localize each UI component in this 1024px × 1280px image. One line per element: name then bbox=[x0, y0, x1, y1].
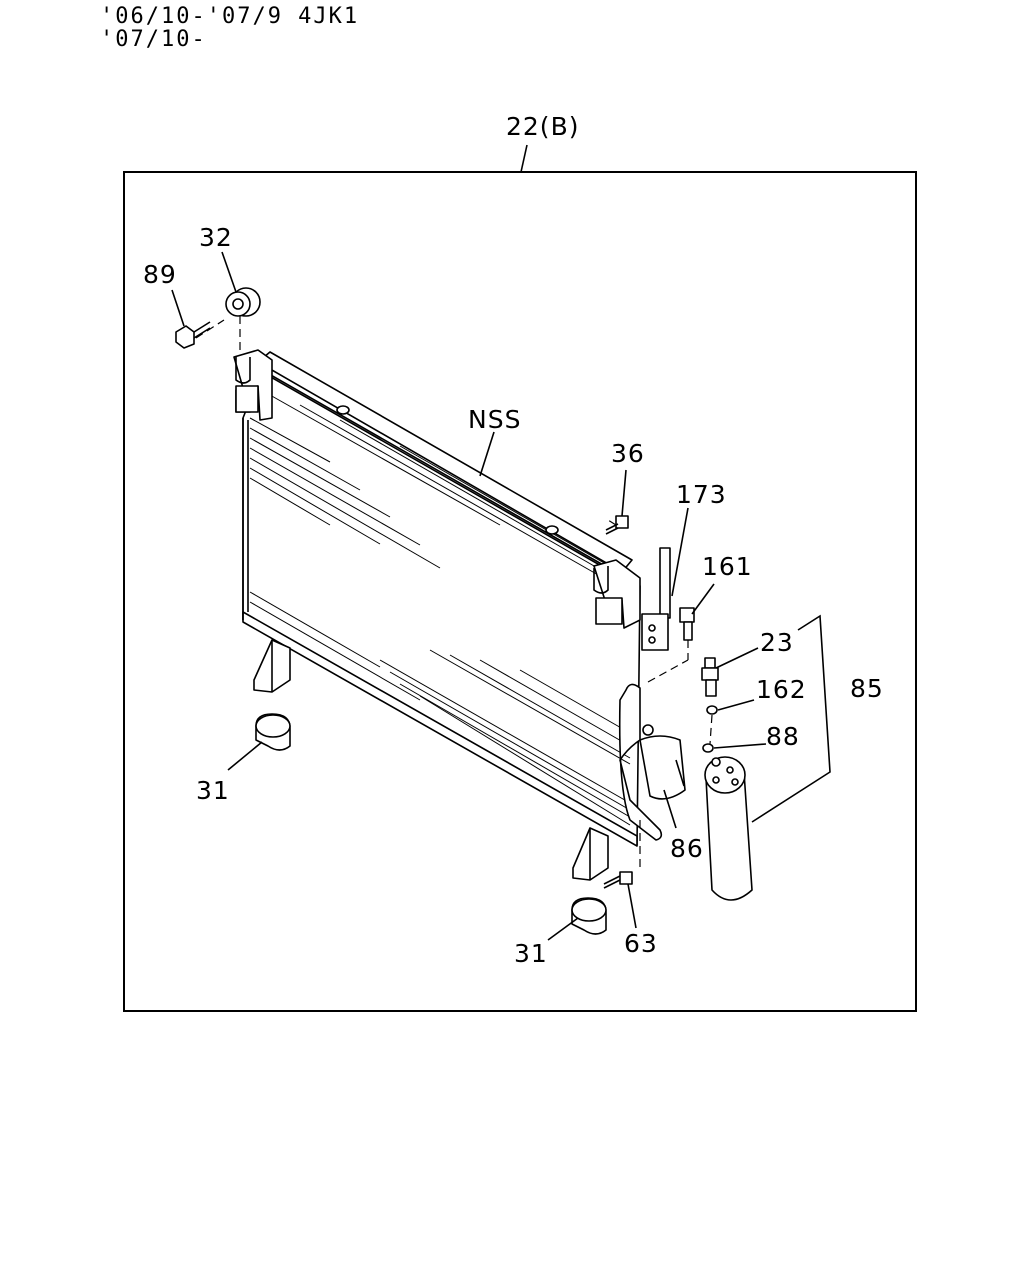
condenser bbox=[233, 349, 686, 881]
assembly-label: 22(B) bbox=[506, 112, 579, 141]
o-ring-88 bbox=[702, 743, 714, 753]
screw-63 bbox=[603, 871, 633, 889]
callout-31-lower: 31 bbox=[514, 939, 548, 968]
callout-nss: NSS bbox=[468, 405, 521, 434]
callout-32: 32 bbox=[199, 223, 233, 252]
assembly-frame bbox=[123, 171, 917, 1012]
mount-31-lower bbox=[571, 897, 607, 935]
callout-31-upper: 31 bbox=[196, 776, 230, 805]
pressure-switch bbox=[701, 657, 719, 697]
callout-23: 23 bbox=[760, 628, 794, 657]
callout-89: 89 bbox=[143, 260, 177, 289]
receiver-drier bbox=[704, 756, 753, 901]
screw-36 bbox=[605, 515, 629, 535]
callout-161: 161 bbox=[702, 552, 753, 581]
bushing-32 bbox=[225, 287, 261, 317]
header-line-2: '07/10- bbox=[100, 27, 207, 52]
header-line-1: '06/10-'07/9 4JK1 bbox=[100, 4, 360, 29]
callout-36: 36 bbox=[611, 439, 645, 468]
callout-85: 85 bbox=[850, 674, 884, 703]
o-ring-162 bbox=[706, 705, 718, 715]
callout-173: 173 bbox=[676, 480, 727, 509]
callout-86: 86 bbox=[670, 834, 704, 863]
callout-88: 88 bbox=[766, 722, 800, 751]
mount-31-upper bbox=[255, 713, 291, 751]
bolt-89 bbox=[175, 321, 211, 349]
assembly-leader bbox=[520, 144, 528, 173]
callout-162: 162 bbox=[756, 675, 807, 704]
callout-63: 63 bbox=[624, 929, 658, 958]
